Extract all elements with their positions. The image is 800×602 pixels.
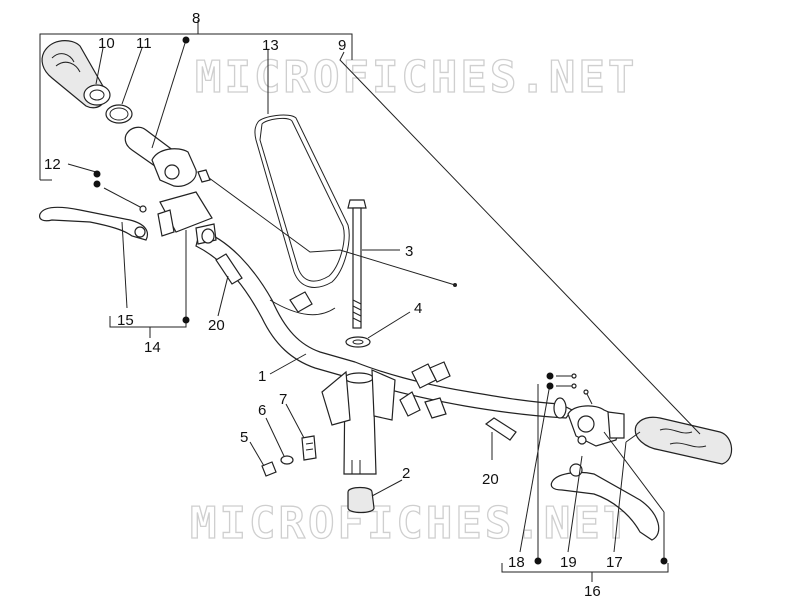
part-20-switch-right	[484, 417, 517, 441]
callout-5: 5	[240, 429, 248, 446]
callout-13: 13	[262, 37, 279, 54]
callout-16: 16	[584, 583, 601, 600]
callout-15: 15	[117, 312, 134, 329]
callout-7: 7	[279, 391, 287, 408]
callout-8: 8	[192, 10, 200, 27]
part-3-bolt	[347, 199, 367, 329]
watermark-bottom: MICROFICHES.NET	[190, 498, 632, 549]
callout-12: 12	[44, 156, 61, 173]
watermark-top: MICROFICHES.NET	[195, 52, 637, 103]
left-grip-assembly	[41, 40, 211, 187]
callout-14: 14	[144, 339, 161, 356]
dot-marker-16a	[534, 557, 542, 565]
dot-marker-18b	[546, 382, 554, 390]
callout-6: 6	[258, 402, 266, 419]
callout-2: 2	[402, 465, 410, 482]
callout-20-right: 20	[482, 471, 499, 488]
dot-marker-12a	[93, 170, 101, 178]
handlebar	[195, 229, 573, 475]
callout-10: 10	[98, 35, 115, 52]
callout-18: 18	[508, 554, 525, 571]
callout-1: 1	[258, 368, 266, 385]
part-20-switch-left	[215, 253, 243, 285]
part-2-cap	[347, 486, 375, 514]
callout-3: 3	[405, 243, 413, 260]
dot-marker-16b	[660, 557, 668, 565]
dot-marker-12b	[93, 180, 101, 188]
callout-11: 11	[136, 35, 152, 52]
left-master-cylinder	[39, 187, 217, 245]
callout-20-left: 20	[208, 317, 225, 334]
dot-marker-8	[182, 36, 190, 44]
callout-4: 4	[414, 300, 422, 317]
part-4-washer	[345, 336, 371, 348]
right-grip-assembly	[550, 373, 733, 541]
parts-5-6-7-fasteners	[261, 435, 317, 477]
dot-marker-14	[182, 316, 190, 324]
dot-marker-18a	[546, 372, 554, 380]
callout-17: 17	[606, 554, 623, 571]
leader-lines	[39, 20, 701, 582]
part-13-cable	[204, 114, 457, 288]
callout-19: 19	[560, 554, 577, 571]
callout-9: 9	[338, 37, 346, 54]
